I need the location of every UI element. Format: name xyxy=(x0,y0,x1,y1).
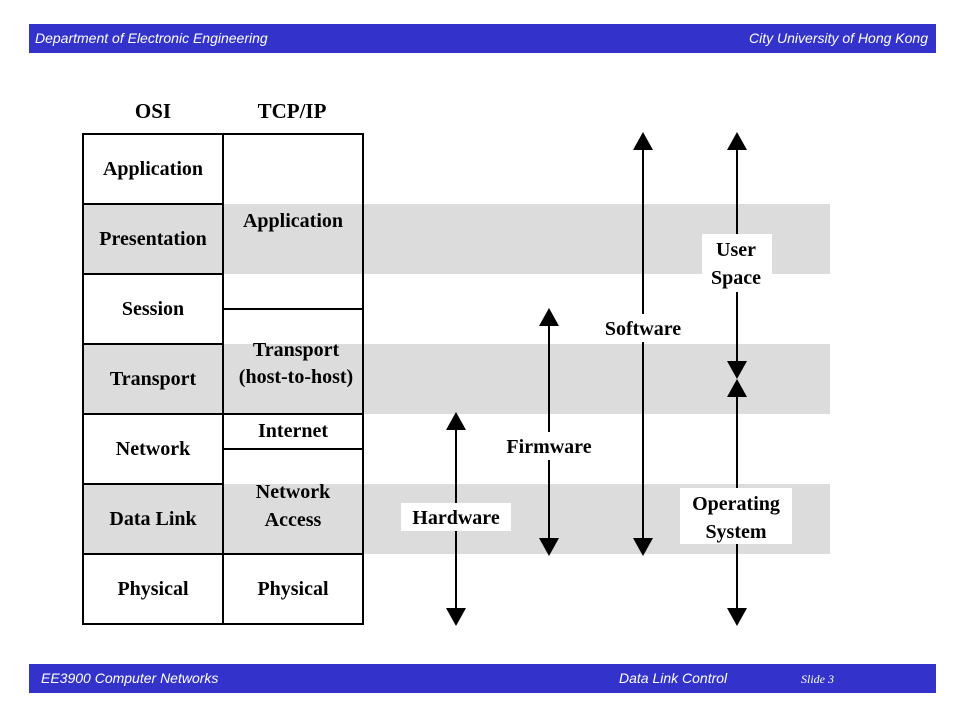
topic-label: Data Link Control xyxy=(619,670,728,686)
user-space-label-line2: Space xyxy=(711,267,761,289)
hardware-label: Hardware xyxy=(412,507,500,529)
band-transport xyxy=(83,344,830,414)
hardware-label-bg xyxy=(401,503,511,531)
firmware-label-bg xyxy=(496,432,602,460)
software-label: Software xyxy=(605,318,681,340)
university-label: City University of Hong Kong xyxy=(749,30,928,46)
operating-system-label-bg xyxy=(680,488,792,544)
arrowheads xyxy=(446,132,747,626)
tcpip-layer-network-access-line2: Access xyxy=(265,509,322,531)
osi-layer-transport: Transport xyxy=(110,368,197,390)
tcpip-layer-network-access-line1: Network xyxy=(256,481,331,503)
slide-header: Department of Electronic Engineering Cit… xyxy=(29,24,936,53)
osi-title: OSI xyxy=(135,99,171,123)
slide-number: Slide 3 xyxy=(801,672,834,686)
slide-footer: EE3900 Computer Networks Data Link Contr… xyxy=(29,664,936,693)
osi-layer-session: Session xyxy=(122,298,184,320)
user-space-label-bg xyxy=(702,234,772,292)
software-label-bg xyxy=(594,314,692,342)
tcpip-layer-transport-line2: (host-to-host) xyxy=(239,366,353,388)
operating-system-label-line1: Operating xyxy=(692,493,780,515)
department-label: Department of Electronic Engineering xyxy=(35,30,268,46)
firmware-label: Firmware xyxy=(506,436,591,458)
tcpip-title: TCP/IP xyxy=(258,99,327,123)
osi-layer-network: Network xyxy=(116,438,191,460)
layer-table xyxy=(82,133,364,625)
osi-layer-presentation: Presentation xyxy=(99,228,206,250)
osi-layer-application: Application xyxy=(103,158,203,180)
tcpip-layer-internet: Internet xyxy=(258,420,328,442)
user-space-label-line1: User xyxy=(716,239,756,261)
tcpip-layer-physical: Physical xyxy=(257,578,329,600)
osi-layer-data-link: Data Link xyxy=(109,508,197,530)
osi-layer-physical: Physical xyxy=(117,578,189,600)
tcpip-layer-transport-line1: Transport xyxy=(253,339,340,361)
tcpip-layer-application: Application xyxy=(243,210,343,232)
course-label: EE3900 Computer Networks xyxy=(41,670,219,686)
operating-system-label-line2: System xyxy=(705,521,766,543)
